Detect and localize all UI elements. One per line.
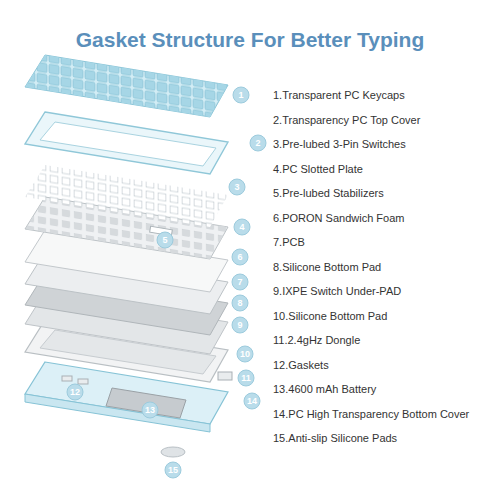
callout-number: 8 bbox=[232, 295, 248, 311]
part-name: 3.Pre-lubed 3-Pin Switches bbox=[273, 137, 406, 151]
callout-number: 11 bbox=[238, 370, 254, 386]
part-name: 11.2.4gHz Dongle bbox=[273, 333, 360, 347]
callout-circle bbox=[232, 295, 248, 311]
callout-circle bbox=[232, 317, 248, 333]
part-name: 1.Transparent PC Keycaps bbox=[273, 88, 405, 102]
keycap-base bbox=[25, 55, 228, 117]
callout-number: 9 bbox=[232, 317, 248, 333]
dongle bbox=[218, 372, 232, 380]
top-cover-opening bbox=[40, 122, 216, 166]
callout-circle bbox=[238, 370, 254, 386]
callout-number: 6 bbox=[232, 249, 248, 265]
silicone-foot bbox=[161, 447, 185, 457]
part-name: 10.Silicone Bottom Pad bbox=[273, 309, 387, 323]
callout-number: 12 bbox=[67, 384, 83, 400]
callout-number: 3 bbox=[229, 179, 245, 195]
part-name: 6.PORON Sandwich Foam bbox=[273, 211, 404, 225]
callout-number: 2 bbox=[250, 135, 266, 151]
part-name: 4.PC Slotted Plate bbox=[273, 162, 363, 176]
callout-circle bbox=[142, 402, 158, 418]
part-name: 5.Pre-lubed Stabilizers bbox=[273, 186, 384, 200]
callout-circle bbox=[237, 346, 253, 362]
part-name: 9.IXPE Switch Under-PAD bbox=[273, 284, 401, 298]
top-cover bbox=[25, 112, 228, 174]
callout-circle bbox=[67, 384, 83, 400]
callout-number: 4 bbox=[234, 219, 250, 235]
keycaps bbox=[25, 55, 228, 117]
callout-circle bbox=[234, 219, 250, 235]
part-name: 14.PC High Transparency Bottom Cover bbox=[273, 407, 469, 421]
callout-number: 5 bbox=[157, 232, 173, 248]
callout-circle bbox=[244, 393, 260, 409]
part-name: 15.Anti-slip Silicone Pads bbox=[273, 431, 397, 445]
callout-circle bbox=[232, 274, 248, 290]
gasket bbox=[62, 376, 72, 381]
callout-circle bbox=[157, 232, 173, 248]
callout-number: 7 bbox=[232, 274, 248, 290]
part-name: 2.Transparency PC Top Cover bbox=[273, 113, 420, 127]
battery bbox=[106, 388, 186, 418]
callout-circle bbox=[165, 462, 181, 478]
callout-circle bbox=[232, 249, 248, 265]
callout-number: 10 bbox=[237, 346, 253, 362]
callout-circle bbox=[229, 179, 245, 195]
callout-circle bbox=[233, 87, 249, 103]
part-name: 7.PCB bbox=[273, 235, 305, 249]
switches bbox=[25, 165, 228, 227]
callout-number: 13 bbox=[142, 402, 158, 418]
callout-number: 1 bbox=[233, 87, 249, 103]
callout-number: 14 bbox=[244, 393, 260, 409]
part-name: 12.Gaskets bbox=[273, 358, 329, 372]
part-name: 8.Silicone Bottom Pad bbox=[273, 260, 381, 274]
title: Gasket Structure For Better Typing bbox=[0, 28, 500, 52]
gasket bbox=[78, 379, 88, 384]
part-name: 13.4600 mAh Battery bbox=[273, 382, 376, 396]
callout-circle bbox=[250, 135, 266, 151]
callout-number: 15 bbox=[165, 462, 181, 478]
